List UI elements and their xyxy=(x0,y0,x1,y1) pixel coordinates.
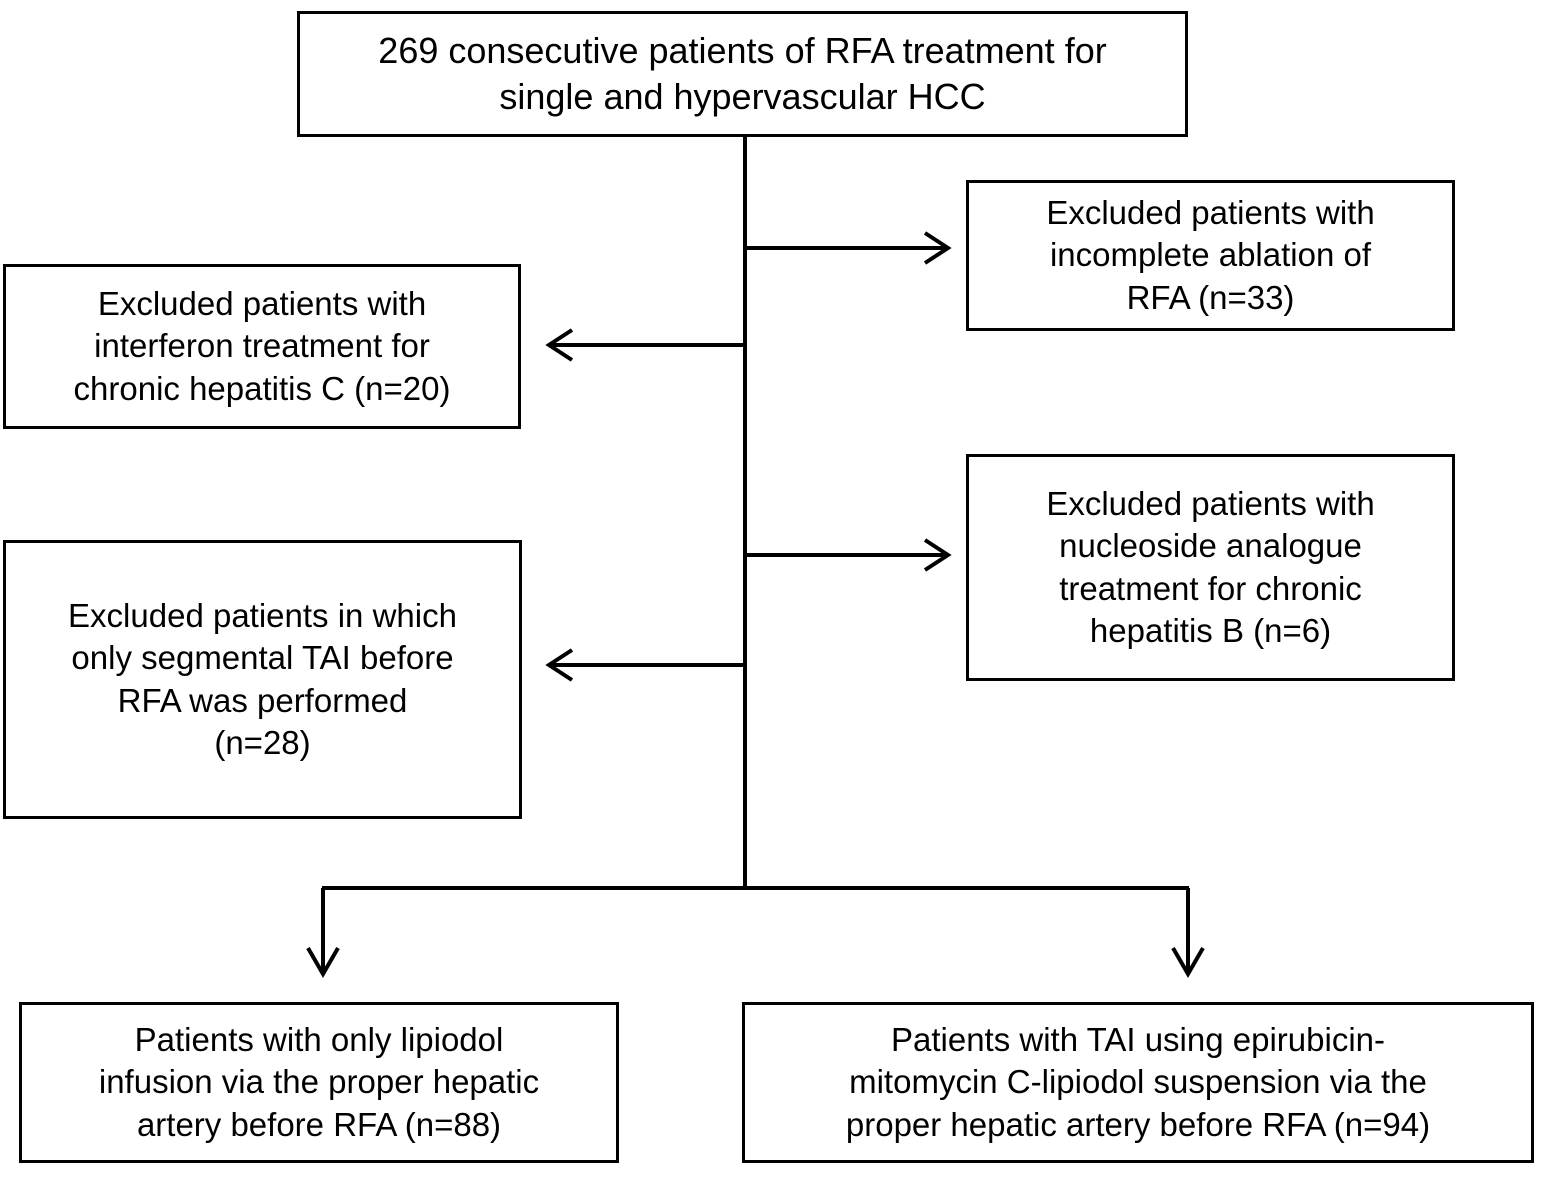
node-group-lipiodol-only-label: Patients with only lipiodol infusion via… xyxy=(98,1021,540,1143)
node-root-cohort: 269 consecutive patients of RFA treatmen… xyxy=(297,11,1188,137)
node-excluded-nucleoside-analogue: Excluded patients with nucleoside analog… xyxy=(966,454,1455,681)
node-excluded-incomplete-ablation-label: Excluded patients with incomplete ablati… xyxy=(1046,194,1375,316)
node-excluded-interferon-label: Excluded patients with interferon treatm… xyxy=(73,285,451,407)
node-excluded-segmental-tai: Excluded patients in which only segmenta… xyxy=(3,540,522,819)
node-excluded-segmental-tai-label: Excluded patients in which only segmenta… xyxy=(68,597,457,761)
edge-spine-to-excluded-segmental-tai xyxy=(545,648,745,682)
edge-spine-to-excluded-nucleoside xyxy=(745,538,952,572)
edge-spine-to-excluded-incomplete-ablation xyxy=(745,231,952,265)
node-group-lipiodol-only: Patients with only lipiodol infusion via… xyxy=(19,1002,619,1163)
node-excluded-incomplete-ablation: Excluded patients with incomplete ablati… xyxy=(966,180,1455,331)
node-excluded-interferon: Excluded patients with interferon treatm… xyxy=(3,264,521,429)
edge-spine-to-excluded-interferon xyxy=(545,328,745,362)
edge-spine-to-group-tai-epirubicin xyxy=(1171,888,1205,979)
node-group-tai-epirubicin: Patients with TAI using epirubicin- mito… xyxy=(742,1002,1534,1163)
node-root-label: 269 consecutive patients of RFA treatmen… xyxy=(378,29,1107,117)
edge-spine-to-group-lipiodol-only xyxy=(306,888,340,979)
node-group-tai-epirubicin-label: Patients with TAI using epirubicin- mito… xyxy=(845,1021,1431,1143)
node-excluded-nucleoside-analogue-label: Excluded patients with nucleoside analog… xyxy=(1046,485,1375,649)
